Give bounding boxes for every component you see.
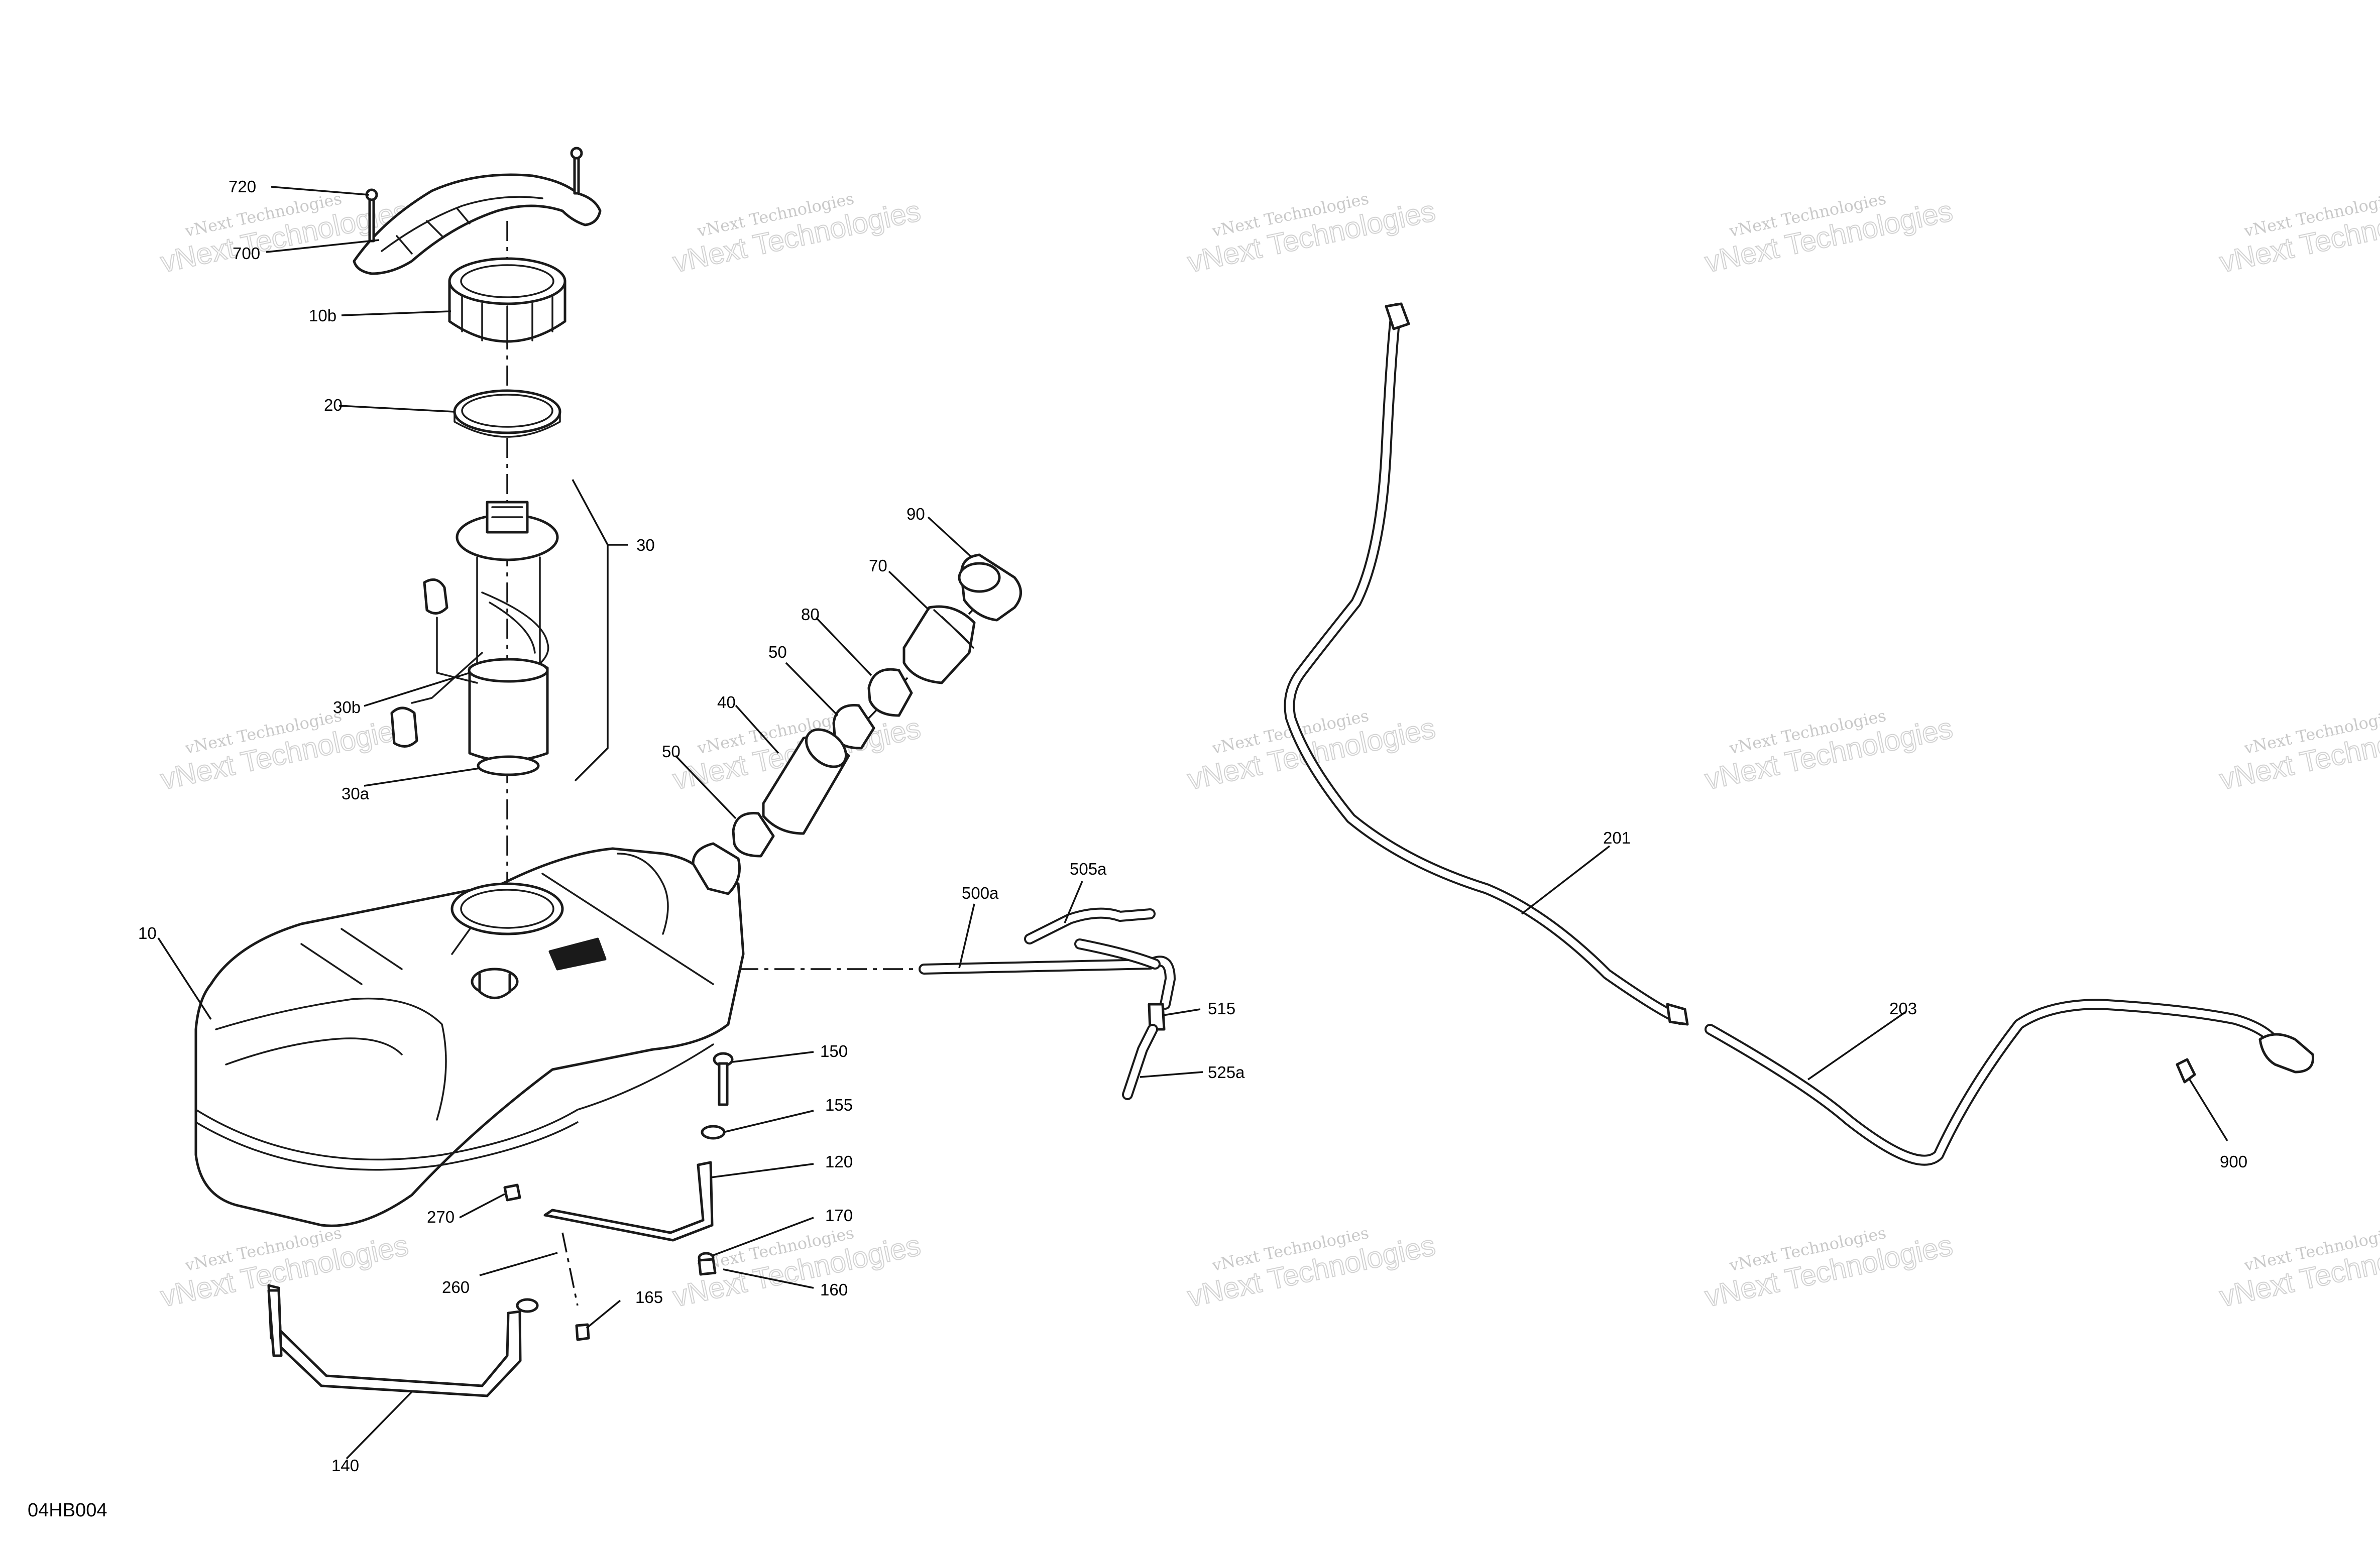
hose-40 <box>762 728 850 835</box>
callout-90: 90 <box>906 505 925 523</box>
watermark: vNext Technologies vNext Technologies <box>2216 706 2380 796</box>
clip-270 <box>503 1183 521 1202</box>
pump-group-bracket-30 <box>572 479 609 782</box>
callout-70: 70 <box>869 556 887 575</box>
watermark: vNext Technologies vNext Technologies <box>2216 1223 2380 1314</box>
callout-170: 170 <box>825 1206 853 1225</box>
sender-float-30b-upper <box>423 578 478 684</box>
callout-labels: 720 700 10b 20 30 30b 30a 90 70 80 50 40… <box>138 177 2247 1475</box>
callout-505a: 505a <box>1070 860 1107 878</box>
screw-720-left <box>365 188 378 243</box>
strap-120 <box>543 1161 714 1242</box>
callout-120: 120 <box>825 1152 853 1171</box>
watermark: vNext Technologies vNext Technologies <box>1184 706 1438 796</box>
stud-260 <box>561 1232 579 1306</box>
fuel-line-201 <box>1284 302 1689 1026</box>
leader-lines <box>157 186 2228 1460</box>
vent-hose-525a <box>1122 1024 1158 1100</box>
watermark: vNext Technologies vNext Technologies <box>1184 189 1438 279</box>
ring-nut-10b <box>448 257 566 344</box>
callout-525a: 525a <box>1208 1063 1245 1082</box>
vent-hose-505a <box>1024 907 1161 970</box>
callout-50-upper: 50 <box>768 643 787 661</box>
clamp-50-lower <box>732 811 775 858</box>
clamp-80 <box>867 668 913 717</box>
watermark: vNext Technologies vNext Technologies <box>1702 189 1956 279</box>
callout-515: 515 <box>1208 999 1235 1018</box>
callout-160: 160 <box>820 1280 848 1299</box>
callout-50-lower: 50 <box>662 742 681 761</box>
watermark: vNext Technologies vNext Technologies <box>157 706 411 796</box>
fuel-pump-module-30 <box>411 501 559 776</box>
washer-155 <box>701 1125 726 1140</box>
filler-neck-70 <box>902 605 976 684</box>
callout-500a: 500a <box>962 884 999 902</box>
callout-30a: 30a <box>342 784 370 803</box>
watermark: vNext Technologies vNext Technologies <box>1184 1223 1438 1314</box>
callout-165: 165 <box>635 1288 663 1307</box>
connector-515 <box>1148 1003 1166 1031</box>
diagram-code: 04HB004 <box>28 1500 107 1521</box>
clip-900 <box>2176 1058 2196 1084</box>
strap-140 <box>267 1284 539 1397</box>
bolt-150 <box>713 1052 734 1106</box>
upper-bracket-700 <box>353 173 602 275</box>
callout-260: 260 <box>442 1278 470 1296</box>
callout-30: 30 <box>636 536 655 554</box>
nut-165 <box>575 1323 590 1341</box>
callout-150: 150 <box>820 1042 848 1060</box>
callout-201: 201 <box>1603 828 1631 847</box>
gasket-20 <box>453 389 561 438</box>
callout-900: 900 <box>2220 1152 2247 1171</box>
watermark: vNext Technologies vNext Technologies <box>1702 706 1956 796</box>
callout-30b: 30b <box>333 698 361 717</box>
callout-155: 155 <box>825 1096 853 1114</box>
callout-203: 203 <box>1889 999 1917 1018</box>
callout-40: 40 <box>717 693 736 711</box>
callout-10b: 10b <box>309 306 336 325</box>
sender-float-30b-lower <box>390 706 418 748</box>
fuel-line-203 <box>1705 999 2315 1166</box>
vent-hose-500a <box>919 956 1176 1010</box>
watermark: vNext Technologies vNext Technologies <box>1702 1223 1956 1314</box>
callout-10: 10 <box>138 924 157 942</box>
callout-80: 80 <box>801 605 820 624</box>
callout-140: 140 <box>331 1456 359 1475</box>
callout-20: 20 <box>324 396 343 414</box>
callout-700: 700 <box>233 244 260 263</box>
watermark: vNext Technologies vNext Technologies <box>157 1223 411 1314</box>
cap-90 <box>958 553 1022 622</box>
fuel-tank-10 <box>194 842 745 1227</box>
screw-720-right <box>570 147 583 195</box>
watermark: vNext Technologies vNext Technologies <box>2216 189 2380 279</box>
watermark: vNext Technologies vNext Technologies <box>669 189 924 279</box>
callout-720: 720 <box>229 177 256 196</box>
nut-160 <box>698 1258 717 1276</box>
callout-270: 270 <box>427 1208 455 1226</box>
